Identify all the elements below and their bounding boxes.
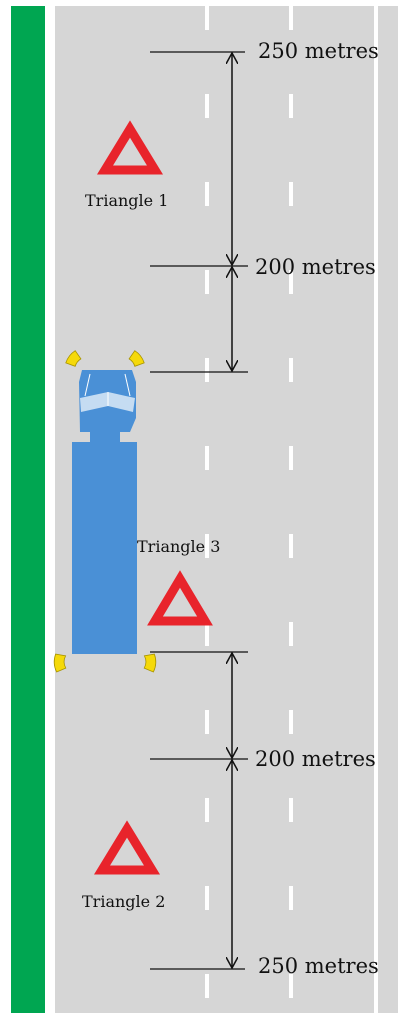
distance-label-top-outer: 250 metres: [258, 39, 379, 63]
lorry-trailer: [72, 442, 137, 654]
distance-label-bottom-inner: 200 metres: [255, 747, 376, 771]
triangle-3-label: Triangle 3: [137, 537, 220, 556]
triangle-1-label: Triangle 1: [85, 191, 168, 210]
lorry: [72, 370, 137, 654]
distance-label-top-inner: 200 metres: [255, 255, 376, 279]
triangle-2-label: Triangle 2: [82, 892, 165, 911]
lorry-coupling: [90, 432, 120, 444]
distance-label-bottom-outer: 250 metres: [258, 954, 379, 978]
grass-verge: [11, 6, 45, 1013]
